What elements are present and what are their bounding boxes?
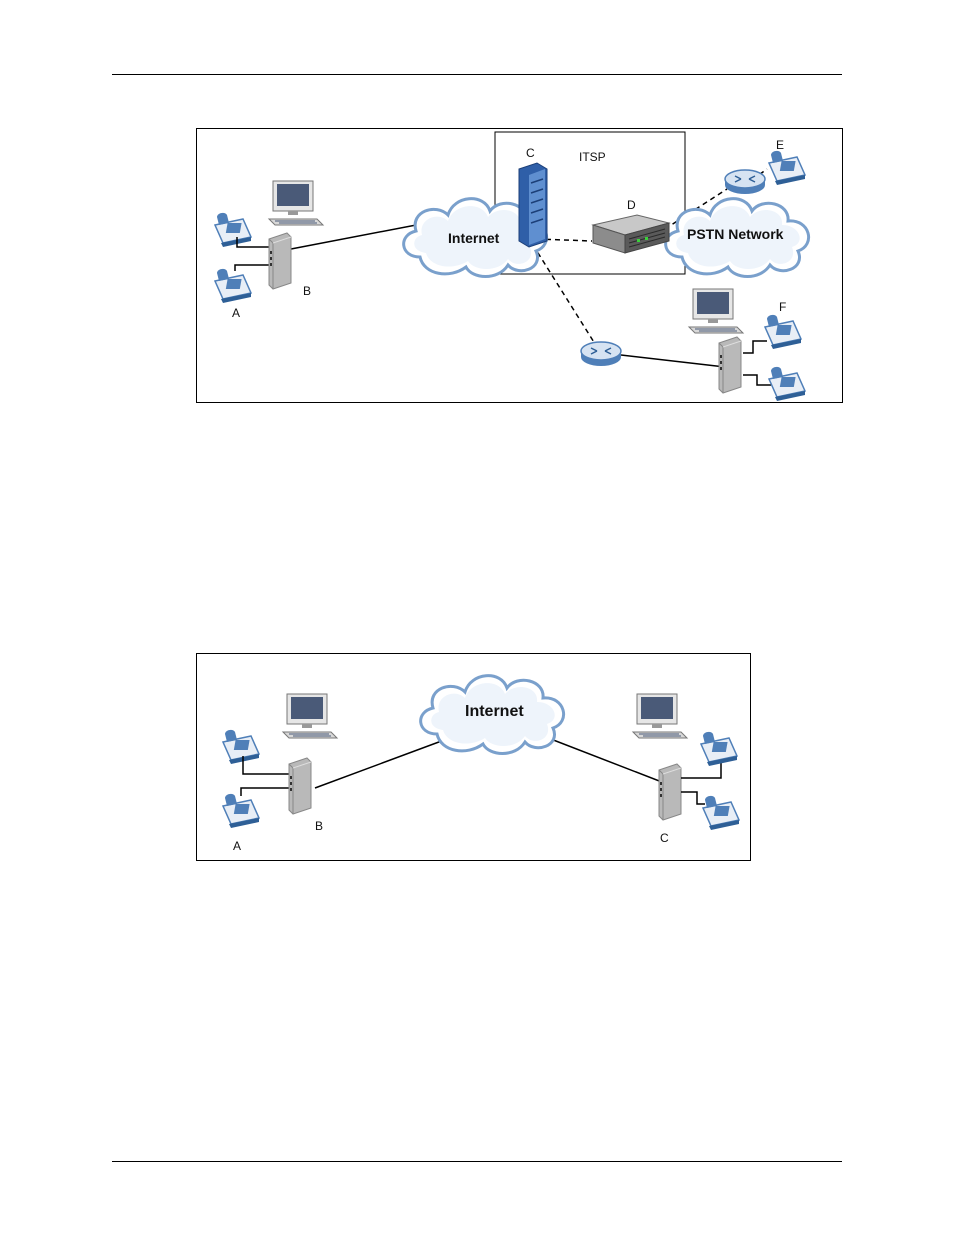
router-icon bbox=[581, 342, 621, 366]
computer-monitor-icon bbox=[283, 694, 337, 738]
itsp-diagram: Internet PSTN Network ITSP bbox=[196, 128, 843, 403]
label-b: B bbox=[315, 819, 323, 833]
pstn-cloud-label: PSTN Network bbox=[687, 226, 784, 242]
phone-cable bbox=[241, 788, 289, 796]
computer-monitor-icon bbox=[689, 289, 743, 333]
internet-cloud-label: Internet bbox=[448, 230, 500, 246]
voip-gateway-icon bbox=[289, 758, 311, 814]
link-router-f bbox=[621, 355, 725, 367]
phone-icon bbox=[215, 269, 251, 303]
phone-icon bbox=[769, 151, 805, 185]
link-internet-c bbox=[543, 736, 667, 784]
footer-rule bbox=[112, 1161, 842, 1162]
voip-gateway-icon bbox=[659, 764, 681, 820]
phone-icon bbox=[703, 796, 739, 830]
phone-icon bbox=[765, 315, 801, 349]
computer-monitor-icon bbox=[269, 181, 323, 225]
label-c: C bbox=[526, 146, 535, 160]
label-d: D bbox=[627, 198, 636, 212]
label-f: F bbox=[779, 300, 786, 314]
label-a: A bbox=[233, 839, 241, 853]
link-c-router bbox=[533, 245, 597, 347]
internet-cloud-label: Internet bbox=[465, 703, 524, 720]
label-b: B bbox=[303, 284, 311, 298]
pstn-switch-icon bbox=[725, 170, 765, 194]
pstn-gateway-server-icon bbox=[593, 215, 669, 253]
phone-cable bbox=[681, 792, 705, 804]
phone-icon bbox=[215, 213, 251, 247]
phone-cable bbox=[743, 341, 767, 353]
voip-gateway-icon bbox=[719, 337, 741, 393]
phone-cable bbox=[743, 375, 771, 385]
label-c: C bbox=[660, 831, 669, 845]
itsp-label: ITSP bbox=[579, 150, 606, 164]
link-b-internet bbox=[315, 736, 455, 788]
computer-monitor-icon bbox=[633, 694, 687, 738]
peer-to-peer-diagram: Internet A B C bbox=[196, 653, 751, 861]
phone-icon bbox=[223, 794, 259, 828]
sip-server-icon bbox=[519, 163, 547, 247]
voip-gateway-icon bbox=[269, 233, 291, 289]
phone-icon bbox=[769, 367, 805, 401]
header-rule bbox=[112, 74, 842, 75]
label-e: E bbox=[776, 138, 784, 152]
phone-cable bbox=[235, 265, 269, 271]
phone-icon bbox=[223, 730, 259, 764]
label-a: A bbox=[232, 306, 240, 320]
phone-icon bbox=[701, 732, 737, 766]
